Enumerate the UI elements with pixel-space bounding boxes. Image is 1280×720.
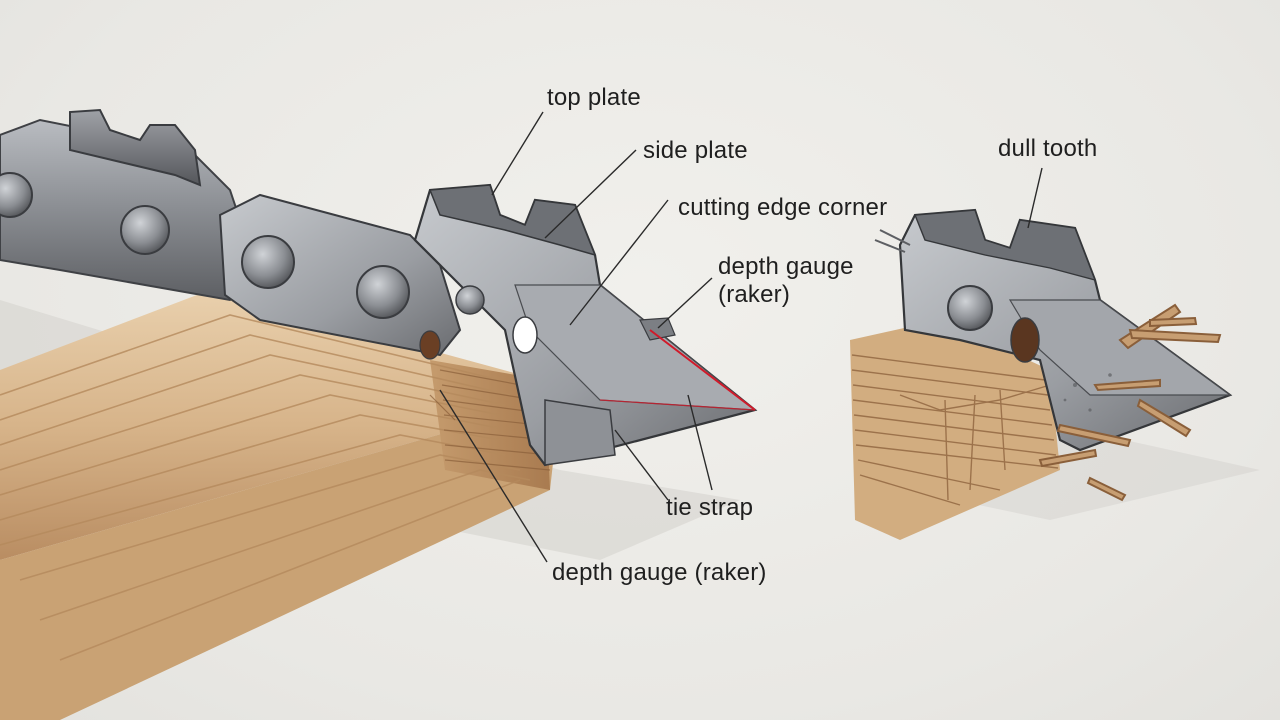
sharp-tooth-group	[0, 108, 758, 720]
label-depth-gauge-bottom: depth gauge (raker)	[552, 559, 767, 586]
rivet	[356, 265, 410, 319]
leader-lines	[439, 111, 1043, 563]
label-side-plate: side plate	[643, 137, 748, 164]
leader-tie-strap-1	[687, 394, 713, 491]
dull-tooth-group	[850, 208, 1260, 540]
cutting-edge-highlight-lower	[599, 399, 756, 411]
wood-block-top	[0, 290, 560, 560]
leader-dull-tooth	[1027, 167, 1043, 229]
label-depth-gauge-right-line2: (raker)	[718, 281, 791, 308]
chain-tail	[874, 239, 906, 253]
chain-tail	[879, 229, 911, 246]
leader-tie-strap-2	[614, 429, 669, 501]
rivet-small	[455, 285, 485, 315]
dull-top-plate	[913, 209, 1097, 282]
cutting-edge-highlight	[649, 329, 756, 411]
link-hole	[512, 316, 538, 354]
wood-block-face	[0, 400, 560, 720]
leader-depth-gauge-bottom	[439, 389, 548, 563]
leader-depth-gauge-right	[657, 277, 713, 329]
label-dull-tooth: dull tooth	[998, 135, 1098, 162]
dull-wood-grain	[851, 354, 1059, 506]
top-plate-bevel	[428, 184, 597, 257]
dull-rivet	[947, 285, 993, 331]
link-hole-dark	[419, 330, 441, 360]
leader-cutting-edge-corner	[569, 199, 669, 326]
leader-side-plate	[544, 149, 637, 239]
metal-specks	[1063, 373, 1112, 412]
chain-side-link-front	[218, 193, 462, 357]
label-depth-gauge-right-line1: depth gauge	[718, 253, 854, 280]
label-top-plate: top plate	[547, 84, 641, 111]
rivet	[0, 172, 33, 218]
label-cutting-edge-corner: cutting edge corner	[678, 194, 888, 221]
label-tie-strap: tie strap	[666, 494, 754, 521]
leader-top-plate	[491, 111, 544, 196]
dull-link-hole	[1010, 317, 1040, 363]
back-tooth-top	[69, 108, 202, 187]
tie-strap-shape	[544, 399, 616, 466]
raker-tab	[639, 317, 676, 341]
rivet	[120, 205, 170, 255]
rivet	[241, 235, 295, 289]
wood-splinters	[1038, 303, 1222, 502]
